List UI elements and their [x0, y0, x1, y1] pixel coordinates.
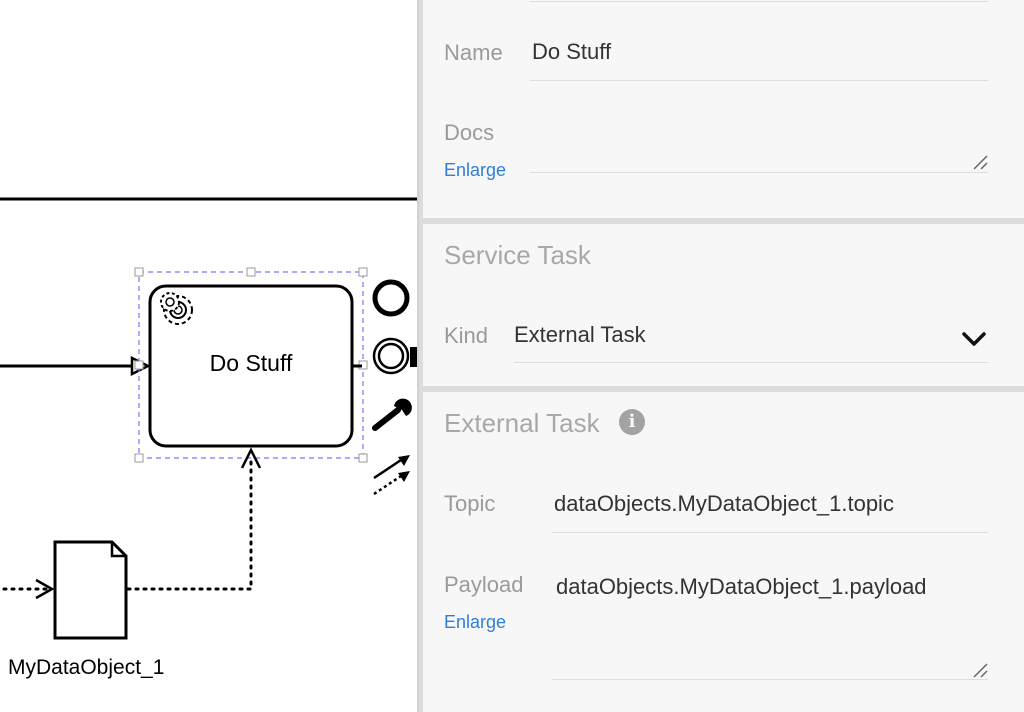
name-underline [530, 80, 988, 81]
data-input-association[interactable] [126, 447, 262, 591]
docs-textarea[interactable] [532, 120, 988, 170]
topic-input[interactable]: dataObjects.MyDataObject_1.topic [554, 491, 894, 516]
topic-label: Topic [444, 491, 496, 516]
kind-underline [514, 362, 988, 363]
data-object-label[interactable]: MyDataObject_1 [8, 656, 165, 679]
chevron-down-icon[interactable] [961, 330, 987, 348]
external-task-group: External Task i Topic dataObjects.MyData… [423, 392, 1024, 712]
kind-label: Kind [444, 323, 489, 348]
general-group: Name Do Stuff Docs Enlarge [423, 0, 1024, 218]
external-task-title[interactable]: External Task [444, 408, 600, 438]
docs-resize-handle-icon[interactable] [972, 154, 988, 170]
payload-textarea[interactable]: dataObjects.MyDataObject_1.payload [556, 574, 927, 599]
task-label[interactable]: Do Stuff [209, 350, 293, 376]
data-object-shape[interactable] [53, 540, 128, 640]
docs-underline [530, 172, 988, 173]
data-output-association[interactable] [2, 578, 55, 600]
kind-select[interactable]: External Task [514, 322, 646, 347]
payload-enlarge-link[interactable]: Enlarge [444, 612, 507, 632]
wrench-icon[interactable] [372, 398, 412, 431]
connect-arrow-icon[interactable] [373, 455, 410, 496]
info-icon[interactable]: i [619, 409, 645, 435]
service-task-group: Service Task Kind External Task [423, 224, 1024, 386]
properties-panel: Name Do Stuff Docs Enlarge Service Task … [417, 0, 1024, 712]
topic-underline [552, 532, 988, 533]
payload-label: Payload [444, 572, 524, 597]
gear-icon [160, 292, 193, 325]
name-label: Name [444, 40, 503, 65]
incoming-sequence-flow[interactable] [0, 355, 151, 377]
payload-underline [552, 679, 988, 680]
diagram-canvas[interactable]: Do Stuff MyDataObject_1 [0, 0, 417, 712]
end-event-icon[interactable] [372, 279, 410, 317]
payload-resize-handle-icon[interactable] [972, 662, 988, 678]
service-task-title[interactable]: Service Task [444, 240, 591, 270]
diagram-svg [0, 197, 417, 640]
docs-label: Docs [444, 120, 495, 145]
selection-outline [134, 267, 368, 463]
docs-enlarge-link[interactable]: Enlarge [444, 160, 507, 180]
name-input[interactable]: Do Stuff [532, 39, 612, 64]
id-field-underline [530, 1, 988, 2]
intermediate-event-icon[interactable] [372, 337, 417, 375]
